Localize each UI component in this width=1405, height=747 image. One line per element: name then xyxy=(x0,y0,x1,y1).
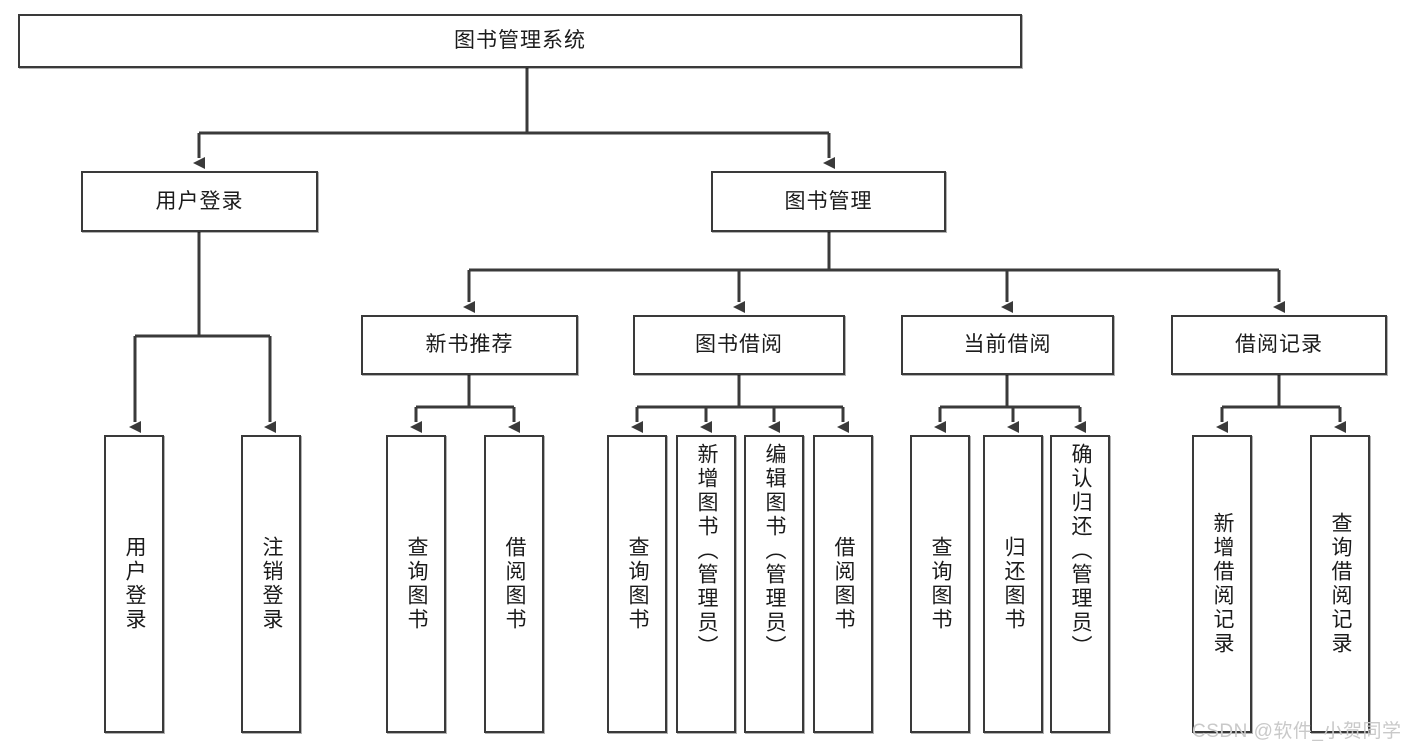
leaf-add-borrow-record[interactable]: 新增借阅记录 xyxy=(1192,435,1252,733)
leaf-logout[interactable]: 注销登录 xyxy=(241,435,301,733)
leaf-confirm-return-admin[interactable]: 确认归还（管理员） xyxy=(1050,435,1110,733)
leaf-add-book-admin[interactable]: 新增图书（管理员） xyxy=(676,435,736,733)
leaf-query-book-borrow[interactable]: 查询图书 xyxy=(607,435,667,733)
node-book-borrow[interactable]: 图书借阅 xyxy=(633,315,845,375)
node-new-book-recommend[interactable]: 新书推荐 xyxy=(361,315,578,375)
leaf-query-book-current[interactable]: 查询图书 xyxy=(910,435,970,733)
leaf-user-login[interactable]: 用户登录 xyxy=(104,435,164,733)
leaf-borrow-book-recommend[interactable]: 借阅图书 xyxy=(484,435,544,733)
leaf-borrow-book[interactable]: 借阅图书 xyxy=(813,435,873,733)
node-borrow-record[interactable]: 借阅记录 xyxy=(1171,315,1387,375)
leaf-return-book[interactable]: 归还图书 xyxy=(983,435,1043,733)
leaf-query-book-recommend[interactable]: 查询图书 xyxy=(386,435,446,733)
node-root[interactable]: 图书管理系统 xyxy=(18,14,1022,68)
csdn-watermark: CSDN @软件_小贺同学 xyxy=(1192,721,1402,742)
node-user-login[interactable]: 用户登录 xyxy=(81,171,318,232)
node-book-management[interactable]: 图书管理 xyxy=(711,171,946,232)
node-current-borrow[interactable]: 当前借阅 xyxy=(901,315,1114,375)
leaf-edit-book-admin[interactable]: 编辑图书（管理员） xyxy=(744,435,804,733)
leaf-query-borrow-record[interactable]: 查询借阅记录 xyxy=(1310,435,1370,733)
